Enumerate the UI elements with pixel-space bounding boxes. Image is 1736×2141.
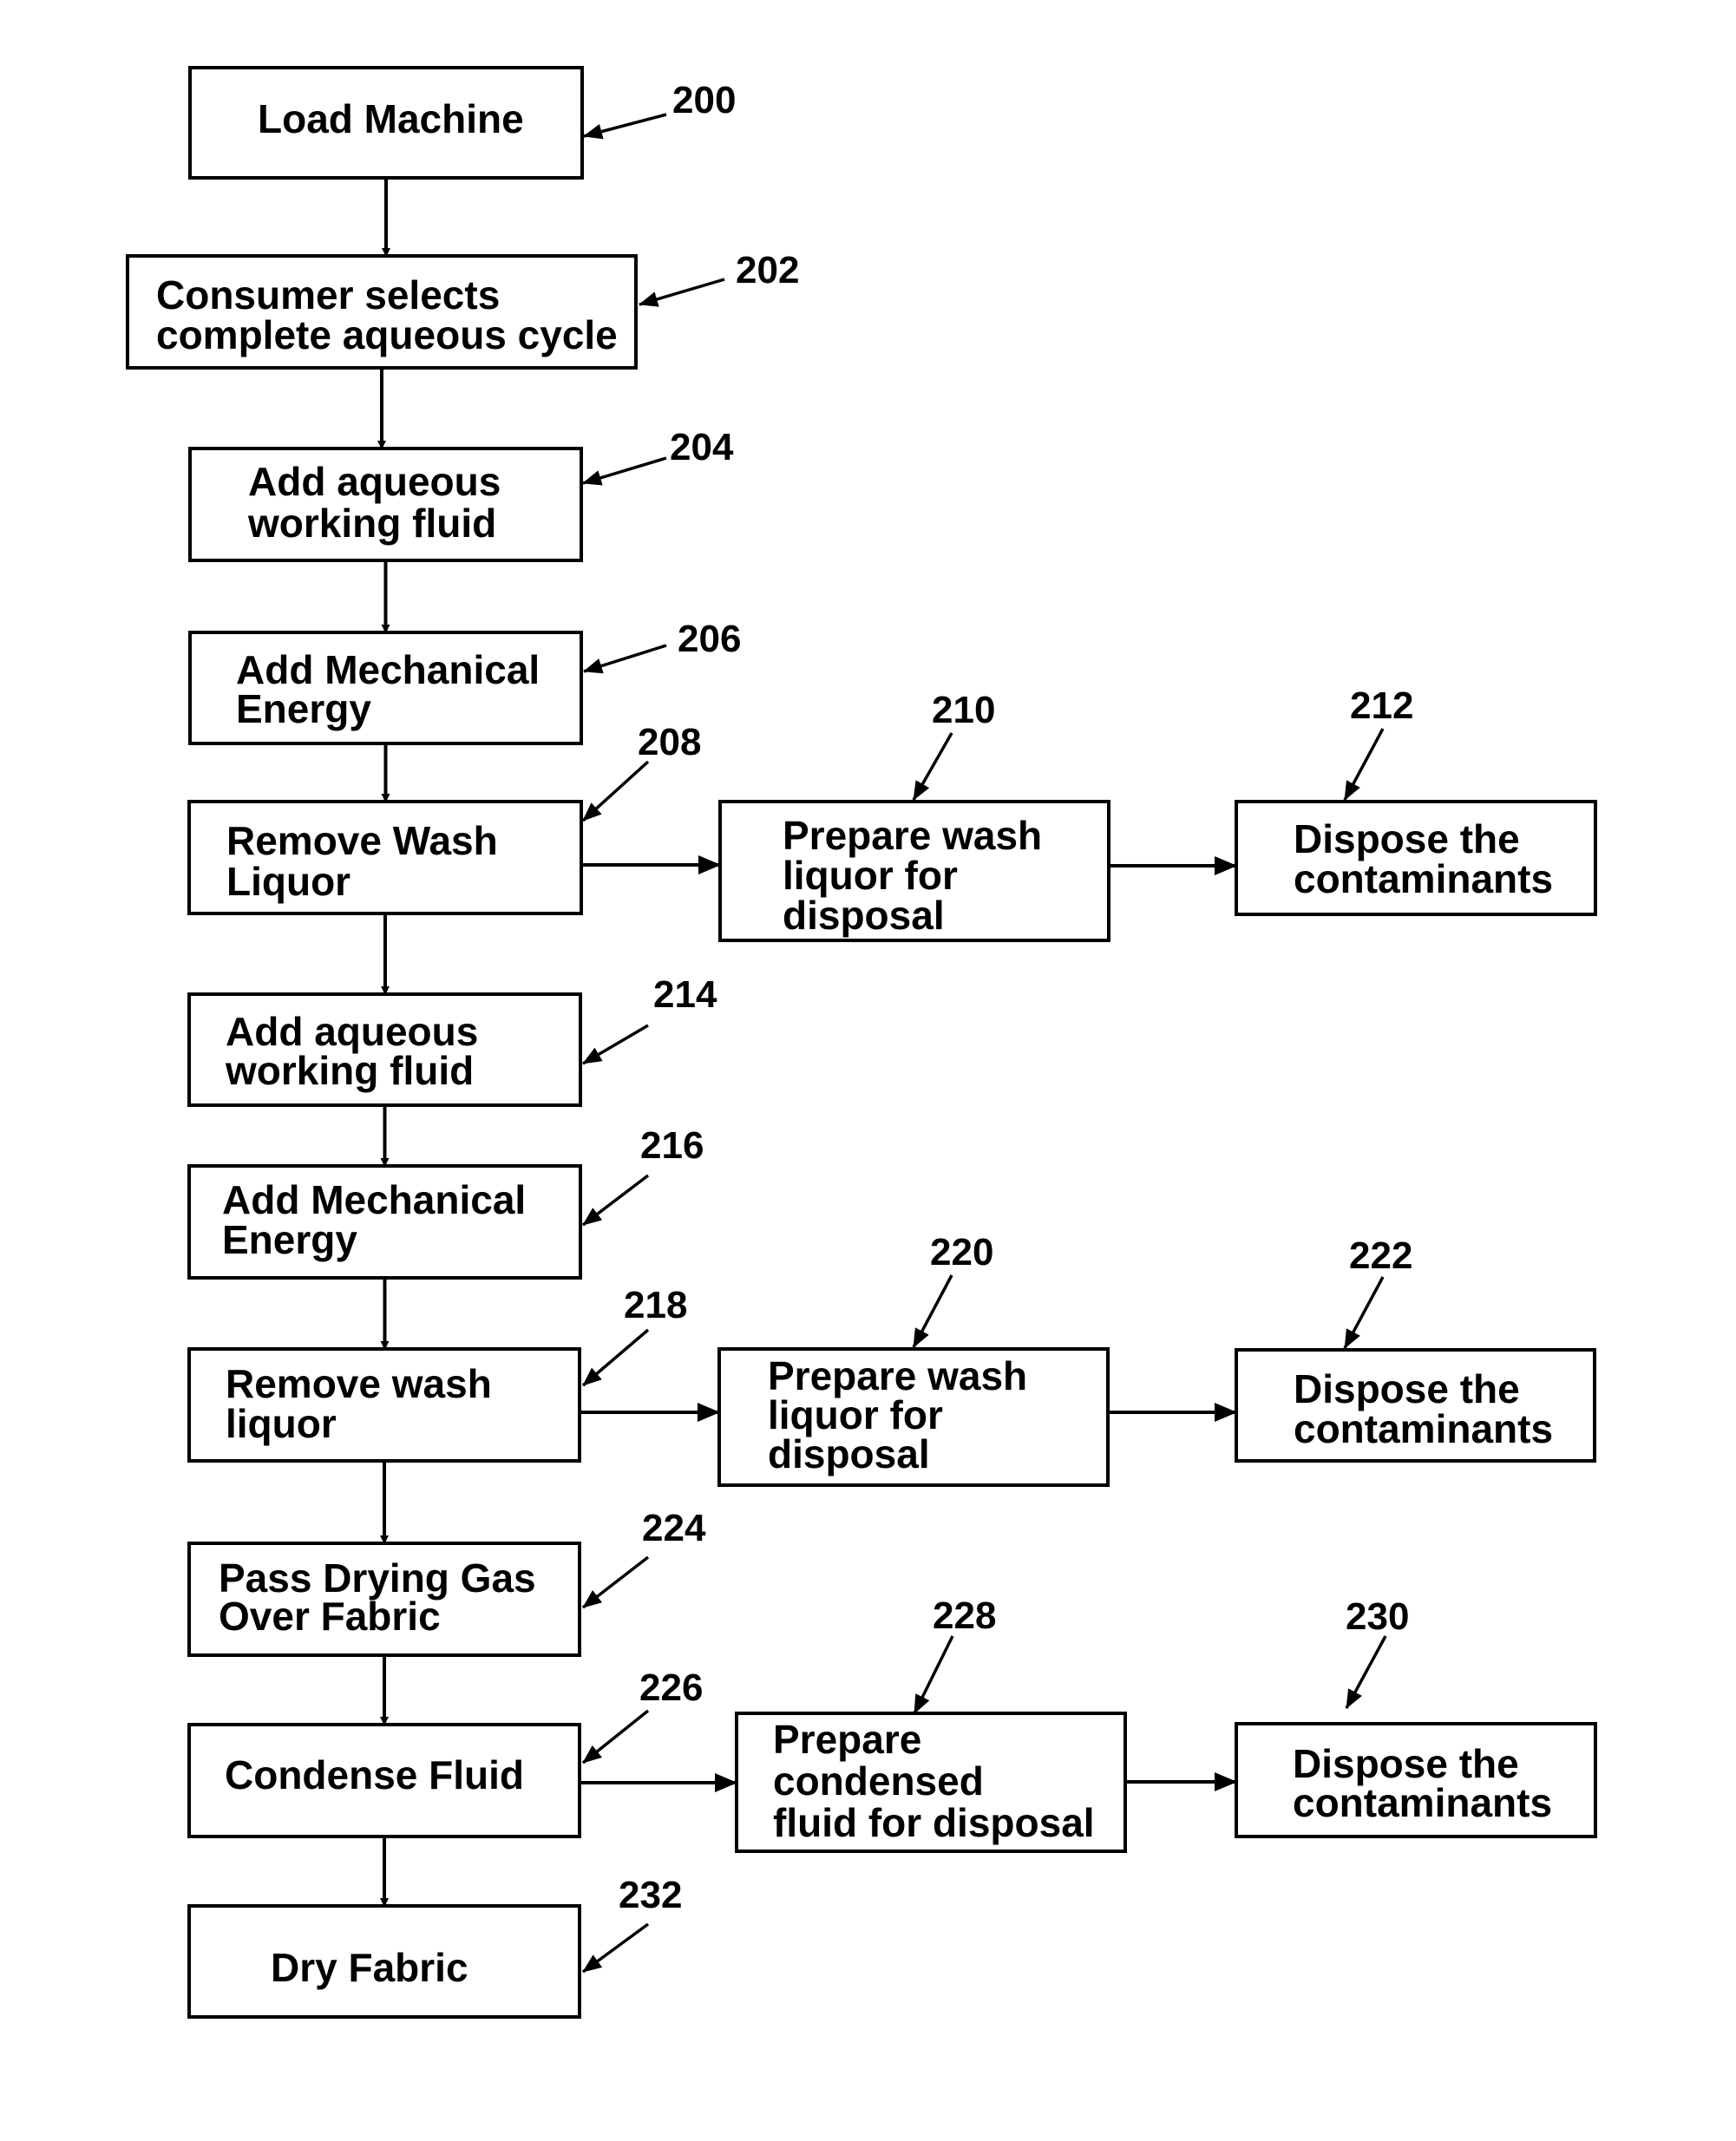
step-label-line: Add Mechanical — [222, 1177, 526, 1222]
process-step-202: Consumer selectscomplete aqueous cycle — [128, 256, 636, 368]
process-step-204: Add aqueousworking fluid — [190, 448, 581, 560]
reference-numeral: 206 — [678, 618, 741, 660]
process-step-218: Remove washliquor — [189, 1349, 580, 1461]
step-label-line: Energy — [222, 1217, 357, 1262]
step-label-line: condensed — [773, 1758, 984, 1804]
process-step-206: Add MechanicalEnergy — [190, 632, 581, 743]
step-label-line: Condense Fluid — [225, 1752, 524, 1797]
reference-leader-arrow — [583, 1330, 648, 1385]
process-step-210: Prepare washliquor fordisposal — [720, 802, 1109, 940]
step-label-line: liquor — [226, 1401, 337, 1446]
process-step-208: Remove WashLiquor — [189, 802, 581, 913]
step-label-line: Remove wash — [226, 1361, 492, 1406]
process-step-220: Prepare washliquor fordisposal — [719, 1349, 1108, 1485]
process-step-232: Dry Fabric — [189, 1906, 580, 2017]
process-step-216: Add MechanicalEnergy — [189, 1166, 580, 1278]
step-label-line: Liquor — [226, 859, 350, 904]
reference-leader-arrow — [583, 1025, 648, 1064]
reference-numeral: 208 — [638, 721, 701, 763]
reference-leader-arrow — [583, 1557, 648, 1607]
step-label-line: Dispose the — [1294, 816, 1520, 861]
step-label-line: Dispose the — [1294, 1366, 1520, 1411]
step-label-line: disposal — [783, 893, 945, 938]
reference-leader-arrow — [583, 1711, 648, 1763]
process-step-212: Dispose thecontaminants — [1236, 802, 1595, 914]
reference-numeral: 214 — [653, 973, 717, 1016]
step-label-line: Add aqueous — [248, 459, 501, 504]
reference-leader-arrow — [583, 458, 666, 483]
process-step-222: Dispose thecontaminants — [1236, 1350, 1595, 1461]
step-label-line: fluid for disposal — [773, 1800, 1095, 1845]
reference-numeral: 216 — [640, 1124, 704, 1167]
reference-numeral: 202 — [736, 249, 799, 291]
reference-leader-arrow — [1346, 1636, 1386, 1708]
reference-numeral: 226 — [639, 1666, 703, 1709]
step-label-line: Over Fabric — [219, 1594, 441, 1639]
step-label-line: Energy — [236, 686, 371, 731]
reference-numeral: 210 — [932, 689, 995, 731]
process-step-200: Load Machine — [190, 68, 582, 178]
step-label-line: contaminants — [1294, 856, 1553, 901]
reference-numeral: 220 — [930, 1231, 993, 1273]
process-step-224: Pass Drying GasOver Fabric — [189, 1543, 580, 1655]
process-step-226: Condense Fluid — [189, 1725, 580, 1837]
reference-leader-arrow — [1345, 1277, 1383, 1348]
reference-numeral: 204 — [670, 426, 734, 468]
step-label-line: contaminants — [1294, 1406, 1553, 1451]
reference-leader-arrow — [639, 279, 724, 304]
reference-numeral: 212 — [1350, 684, 1413, 727]
reference-leader-arrow — [914, 1275, 952, 1347]
reference-numeral: 222 — [1349, 1234, 1412, 1277]
step-label-line: complete aqueous cycle — [156, 312, 618, 357]
step-label-line: liquor for — [783, 853, 958, 898]
reference-leader-arrow — [583, 762, 648, 821]
step-label-line: Load Machine — [258, 96, 524, 141]
reference-leader-arrow — [584, 645, 666, 671]
process-step-214: Add aqueousworking fluid — [189, 994, 580, 1105]
step-label-line: contaminants — [1293, 1780, 1552, 1825]
reference-numeral: 224 — [642, 1507, 706, 1549]
reference-numeral: 230 — [1346, 1595, 1409, 1638]
reference-leader-arrow — [584, 115, 666, 136]
reference-numeral: 228 — [933, 1594, 996, 1637]
process-step-228: Preparecondensedfluid for disposal — [737, 1713, 1125, 1851]
step-label-line: working fluid — [225, 1048, 474, 1093]
reference-leader-arrow — [1345, 729, 1383, 800]
step-label-line: disposal — [768, 1431, 930, 1476]
reference-numeral: 232 — [619, 1874, 682, 1916]
step-label-line: Consumer selects — [156, 272, 500, 318]
step-label-line: Prepare — [773, 1717, 921, 1762]
reference-numeral: 200 — [672, 79, 736, 121]
reference-leader-arrow — [914, 1636, 953, 1713]
step-label-line: Remove Wash — [226, 818, 498, 863]
reference-leader-arrow — [583, 1924, 648, 1972]
reference-leader-arrow — [914, 733, 952, 800]
step-label-line: working fluid — [247, 501, 496, 546]
step-label-line: Dry Fabric — [271, 1945, 468, 1990]
reference-leader-arrow — [583, 1175, 648, 1225]
step-label-line: Prepare wash — [783, 813, 1042, 858]
reference-numeral: 218 — [624, 1284, 687, 1326]
process-step-230: Dispose thecontaminants — [1236, 1724, 1595, 1837]
